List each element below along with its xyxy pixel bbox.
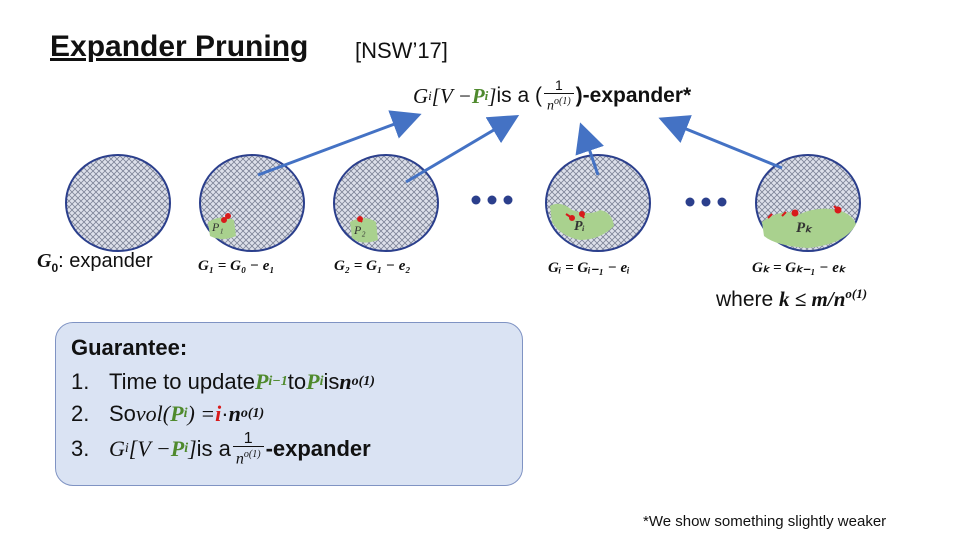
- patch-label-p1: P₁: [211, 220, 224, 234]
- graph-label-gk: Gₖ = Gₖ₋₁ − eₖ: [752, 260, 846, 276]
- guarantee-fraction: 1 no(1): [232, 431, 264, 467]
- headline-graph: G: [413, 83, 429, 108]
- slide-title: Expander Pruning: [50, 30, 309, 63]
- ellipsis-1: [471, 195, 513, 205]
- arrow-to-gi: [575, 122, 604, 176]
- patch-label-p2: P₂: [353, 223, 366, 237]
- headline-fraction: 1 no(1): [544, 78, 574, 115]
- graph-g0: [65, 154, 171, 252]
- deleted-edges: [221, 205, 842, 223]
- g0-label: G0: expander: [37, 250, 153, 275]
- patch-p1: [208, 217, 236, 239]
- graph-label-g2: G₂ = G₁ − e₂: [334, 258, 411, 274]
- arrow-to-g1: [257, 110, 422, 177]
- footnote: *We show something slightly weaker: [643, 513, 887, 530]
- patch-p2: [350, 218, 378, 243]
- arrow-to-gk: [658, 115, 783, 170]
- guarantee-title: Guarantee:: [71, 335, 188, 360]
- patch-label-pi: Pᵢ: [574, 219, 585, 234]
- arrow-to-g2: [405, 114, 520, 184]
- ellipsis-2: [685, 197, 727, 207]
- patch-pk: [762, 208, 856, 248]
- graph-label-gi: Gᵢ = Gᵢ₋₁ − eᵢ: [548, 260, 630, 276]
- patch-label-pk: Pₖ: [796, 220, 813, 236]
- patch-pi: [550, 203, 614, 240]
- where-constraint: where k ≤ m/no(1): [716, 286, 868, 311]
- citation: [NSW’17]: [355, 38, 448, 63]
- headline-arrows: [257, 110, 783, 184]
- graph-g2: [333, 154, 439, 252]
- graph-label-g1: G₁ = G₀ − e₁: [198, 258, 275, 274]
